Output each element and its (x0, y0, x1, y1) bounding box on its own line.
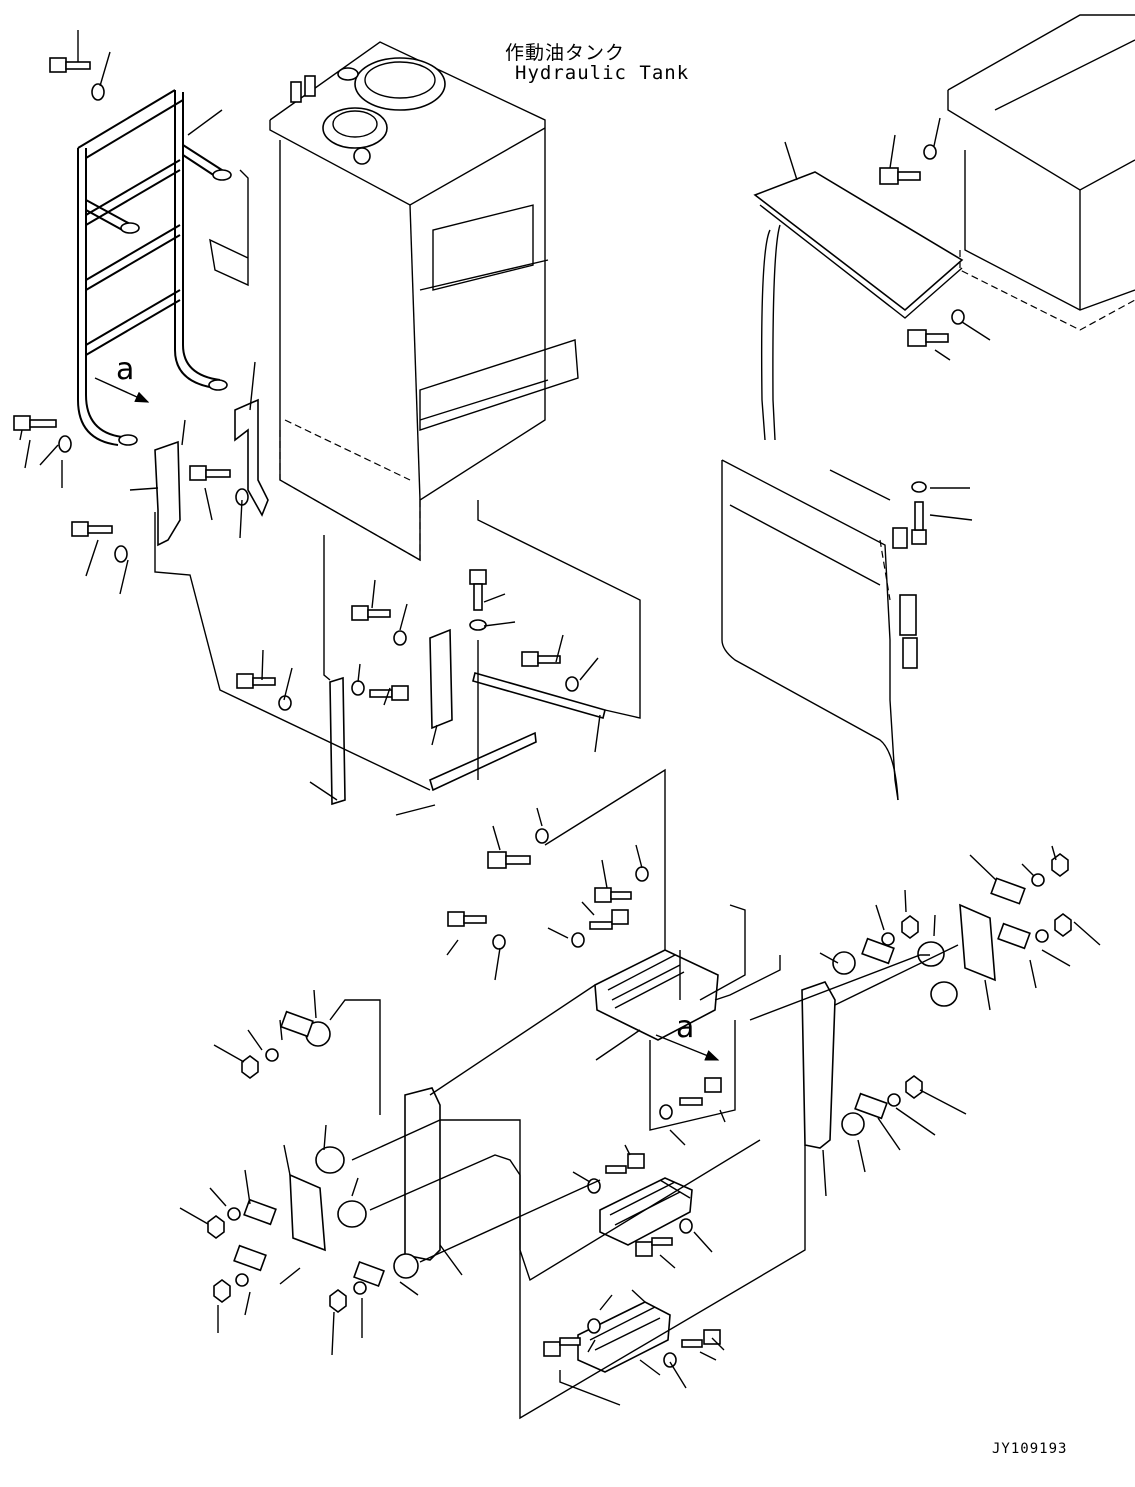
step-plate (753, 171, 964, 441)
fasteners (13, 57, 1072, 1368)
spacers (305, 941, 958, 1279)
view-marker-a-lower: a (676, 1010, 695, 1045)
step-assemblies (577, 949, 719, 1373)
shim-plates (233, 877, 1031, 1287)
drawing-number: JY109193 (992, 1441, 1068, 1457)
tank-title-english: Hydraulic Tank (515, 62, 690, 84)
ladder (77, 89, 232, 446)
view-a-arrow-ladder (94, 377, 150, 403)
deck-cover (947, 14, 1135, 331)
view-marker-a-upper: a (116, 352, 135, 387)
side-panel (721, 459, 918, 801)
leader-lines (19, 30, 1101, 1420)
ladder-brackets (154, 398, 269, 547)
hydraulic-tank (269, 41, 579, 562)
tank-title-japanese: 作動油タンク (505, 42, 626, 64)
view-a-arrow-lower (655, 1034, 720, 1061)
tank-supports (329, 628, 606, 806)
